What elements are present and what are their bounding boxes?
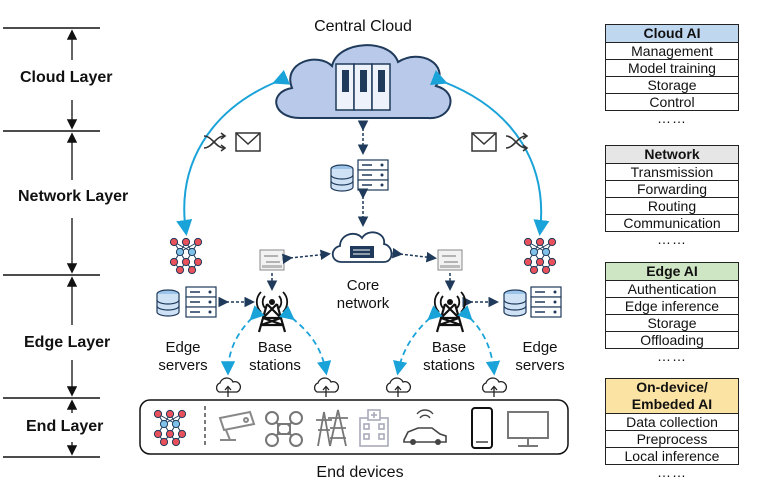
base-stations-left-label: Base stations <box>249 339 301 374</box>
upload-cloud-icon <box>481 377 508 398</box>
database-icon <box>156 289 180 317</box>
server-icon <box>185 286 217 318</box>
edge-servers-left-label: Edge servers <box>158 339 208 374</box>
panel-item: Management <box>605 43 739 60</box>
network-links <box>218 247 499 308</box>
panel-edge-ai: Edge AI Authentication Edge inference St… <box>605 262 739 363</box>
server-icon <box>530 286 562 318</box>
panel-title: Cloud AI <box>605 24 739 43</box>
panel-item: Forwarding <box>605 181 739 198</box>
panel-item: Model training <box>605 60 739 77</box>
core-network-label: Core network <box>336 277 390 312</box>
wireless-links <box>220 305 501 376</box>
panel-item: Edge inference <box>605 298 739 315</box>
panel-item: Communication <box>605 215 739 232</box>
drone-icon <box>265 411 303 447</box>
edge-servers-right-label: Edge servers <box>515 339 565 374</box>
panel-title: On-device/ Embeded AI <box>605 378 739 414</box>
panel-title: Network <box>605 145 739 164</box>
panel-on-device-ai: On-device/ Embeded AI Data collection Pr… <box>605 378 739 479</box>
database-icon <box>503 289 527 317</box>
hospital-icon <box>359 409 389 447</box>
panel-more: …… <box>657 348 687 364</box>
network-node <box>330 120 389 227</box>
server-rack-icon <box>335 63 391 111</box>
upload-cloud-icon <box>385 377 412 398</box>
switch-icon <box>259 249 285 271</box>
antenna-tower-icon <box>255 290 289 334</box>
cloud-edge-links <box>176 69 550 236</box>
panel-network: Network Transmission Forwarding Routing … <box>605 145 739 246</box>
panel-item: Offloading <box>605 332 739 349</box>
server-icon <box>357 159 389 191</box>
panel-more: …… <box>657 231 687 247</box>
neural-network-icon <box>169 237 203 275</box>
switch-icon <box>437 249 463 271</box>
panel-item: Storage <box>605 77 739 94</box>
upload-cloud-icon <box>313 377 340 398</box>
layer-dividers <box>3 27 100 458</box>
car-icon <box>403 409 447 445</box>
panel-title: Edge AI <box>605 262 739 281</box>
panel-item: Authentication <box>605 281 739 298</box>
panel-item: Data collection <box>605 414 739 431</box>
antenna-tower-icon <box>433 290 467 334</box>
phone-icon <box>471 407 493 449</box>
panel-item: Routing <box>605 198 739 215</box>
neural-network-icon <box>523 237 557 275</box>
cctv-icon <box>218 410 256 441</box>
panel-cloud-ai: Cloud AI Management Model training Stora… <box>605 24 739 125</box>
panel-item: Preprocess <box>605 431 739 448</box>
power-tower-icon <box>316 409 348 447</box>
panel-item: Control <box>605 94 739 111</box>
upload-cloud-icon <box>215 377 242 398</box>
panel-more: …… <box>657 110 687 126</box>
layer-label-network: Network Layer <box>18 188 129 205</box>
panel-item: Transmission <box>605 164 739 181</box>
layer-label-end: End Layer <box>26 418 104 435</box>
base-stations-right-label: Base stations <box>423 339 475 374</box>
envelope-icon <box>471 132 497 152</box>
end-devices-box <box>139 399 569 455</box>
panel-more: …… <box>657 464 687 480</box>
layer-label-cloud: Cloud Layer <box>20 69 113 86</box>
envelope-icon <box>235 132 261 152</box>
monitor-icon <box>507 411 549 447</box>
panel-item: Local inference <box>605 448 739 465</box>
central-cloud-icon <box>275 44 452 120</box>
panel-item: Storage <box>605 315 739 332</box>
end-devices-label: End devices <box>316 464 404 481</box>
core-network-icon <box>331 231 393 263</box>
central-cloud-label: Central Cloud <box>314 18 412 35</box>
layer-label-edge: Edge Layer <box>24 334 111 351</box>
database-icon <box>330 164 354 192</box>
